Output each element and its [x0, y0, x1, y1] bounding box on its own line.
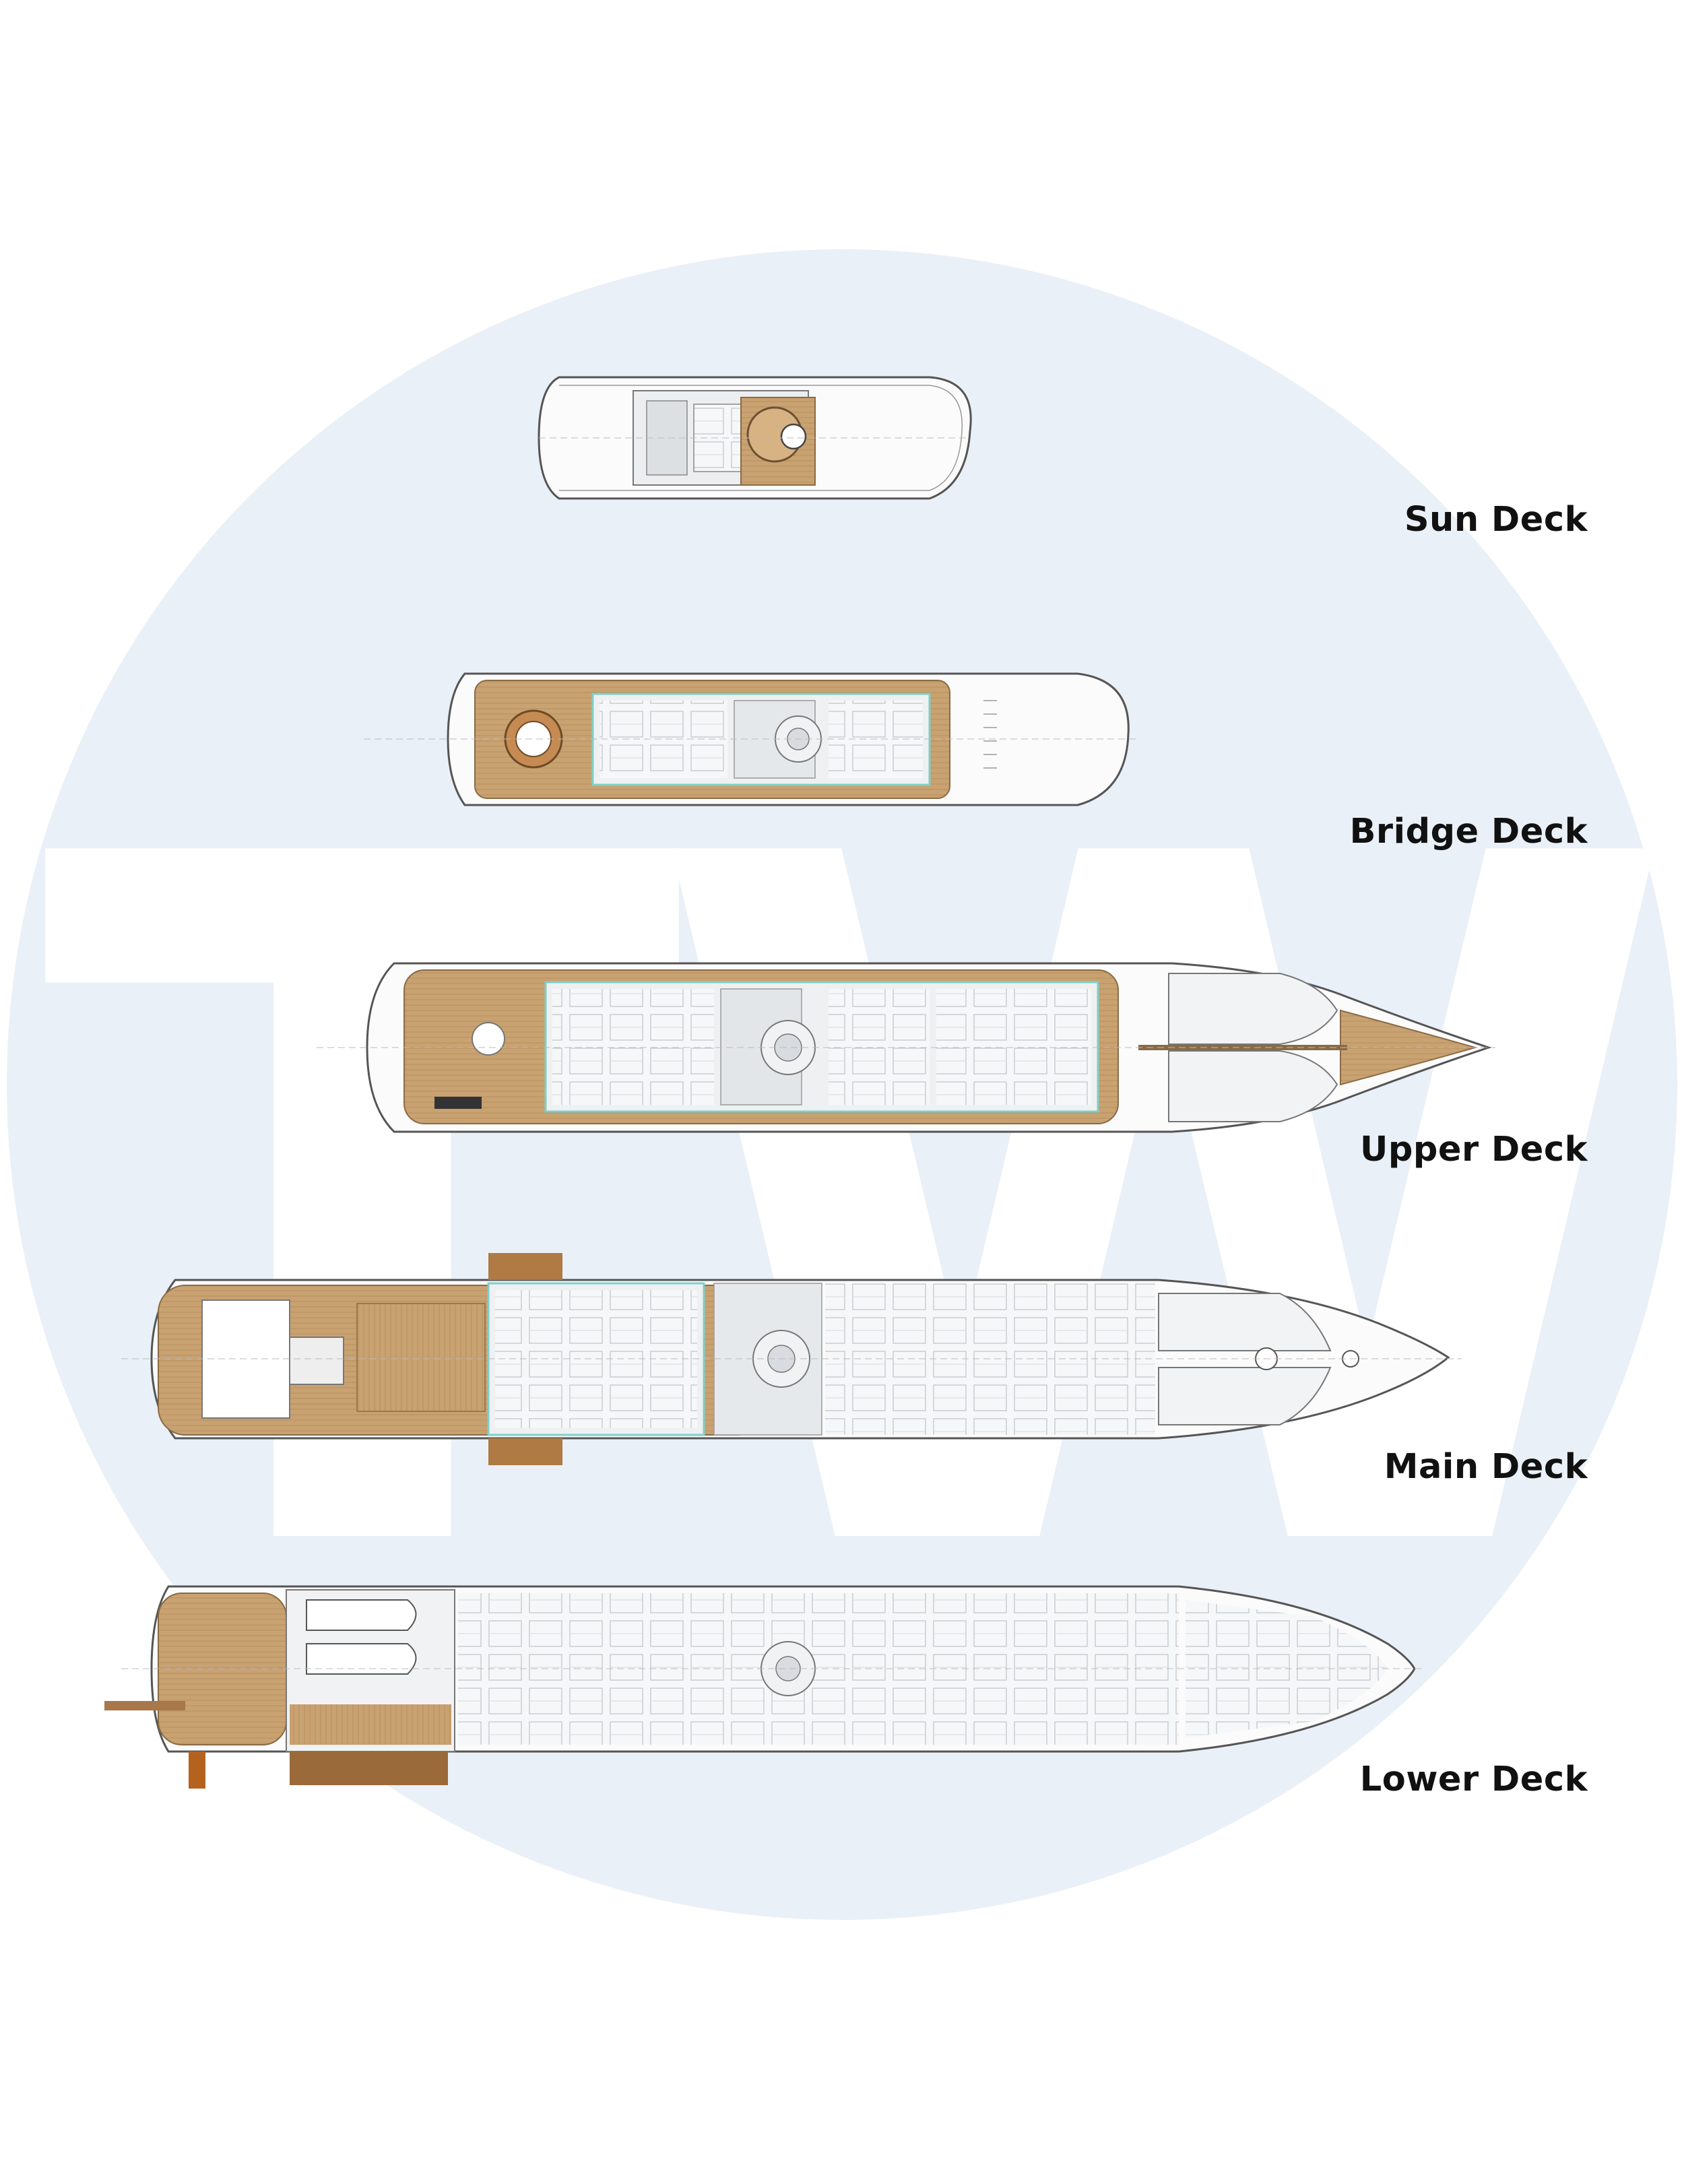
bridge-deck-plan [364, 672, 1138, 806]
deck-label-upper: Upper Deck [1360, 1130, 1588, 1169]
dining-table-icon [472, 1022, 505, 1056]
upper-deck-plan [317, 962, 1495, 1133]
deck-label-sun: Sun Deck [1404, 500, 1588, 540]
watermark-text: TW [40, 661, 1660, 1759]
sun-deck-plan [538, 376, 972, 500]
deck-label-lower: Lower Deck [1359, 1760, 1588, 1799]
deck-label-bridge: Bridge Deck [1349, 812, 1588, 852]
deck-label-main: Main Deck [1384, 1447, 1588, 1487]
main-deck-plan [121, 1253, 1462, 1465]
lower-deck-plan [104, 1585, 1421, 1789]
